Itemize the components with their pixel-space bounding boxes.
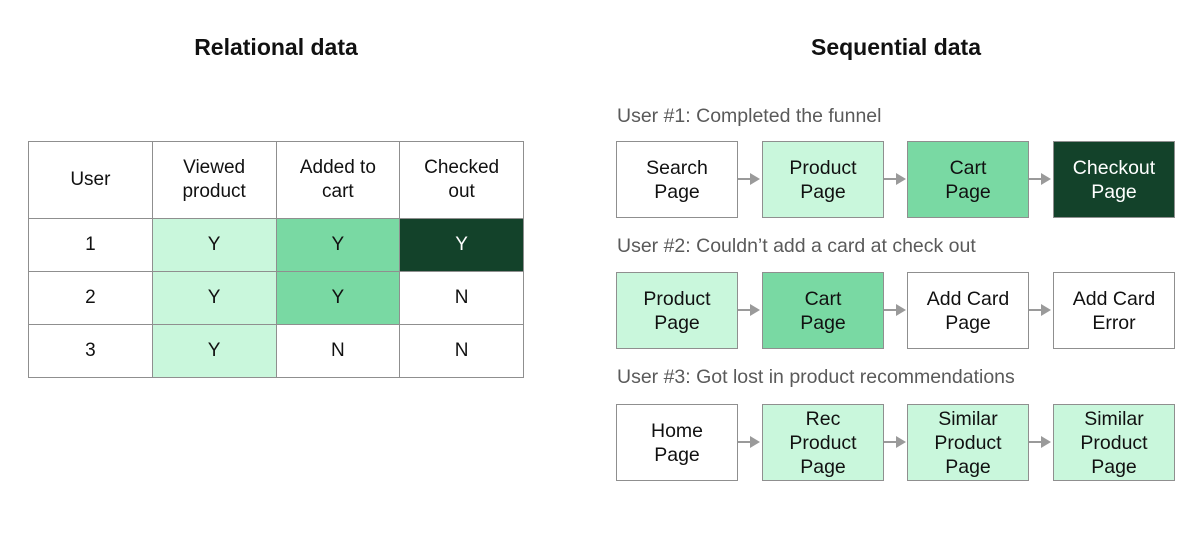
arrow-right-icon	[884, 436, 906, 448]
arrow-right-icon	[738, 304, 760, 316]
flow-step-box: Product Page	[616, 272, 738, 349]
flow-step-box: Add Card Page	[907, 272, 1029, 349]
table-cell: 2	[28, 271, 153, 325]
arrow-right-icon	[1029, 304, 1051, 316]
table-cell: Y	[399, 218, 524, 272]
flow-step-box: Similar Product Page	[1053, 404, 1175, 481]
table-cell: N	[399, 324, 524, 378]
flow-step-box: Cart Page	[907, 141, 1029, 218]
table-cell: Y	[275, 271, 401, 325]
sequential-data-title: Sequential data	[811, 34, 981, 60]
flow-step-box: Cart Page	[762, 272, 884, 349]
flow-step-box: Product Page	[762, 141, 884, 218]
flow-step-box: Rec Product Page	[762, 404, 884, 481]
user-2-label: User #2: Couldn’t add a card at check ou…	[617, 235, 976, 257]
arrow-right-icon	[1029, 436, 1051, 448]
arrow-right-icon	[884, 173, 906, 185]
header-user: User	[28, 141, 153, 219]
arrow-right-icon	[1029, 173, 1051, 185]
flow-step-box: Search Page	[616, 141, 738, 218]
table-cell: N	[275, 324, 401, 378]
table-cell: Y	[151, 218, 277, 272]
user-1-label: User #1: Completed the funnel	[617, 105, 882, 127]
table-cell: Y	[151, 324, 277, 378]
flow-step-box: Similar Product Page	[907, 404, 1029, 481]
table-cell: N	[399, 271, 524, 325]
user-3-flow: Home Page Rec Product Page Similar Product…	[616, 404, 1176, 484]
user-2-flow: Product Page Cart Page Add Card Page Add Ca…	[616, 272, 1176, 352]
table-cell: 1	[28, 218, 153, 272]
user-1-flow: Search Page Product Page Cart Page Checkout…	[616, 141, 1176, 221]
flow-step-box: Home Page	[616, 404, 738, 481]
user-3-label: User #3: Got lost in product recommendat…	[617, 366, 1015, 388]
table-cell: 3	[28, 324, 153, 378]
relational-data-title: Relational data	[194, 34, 358, 60]
flow-step-box: Add Card Error	[1053, 272, 1175, 349]
table-cell: Y	[275, 218, 401, 272]
table-cell: Y	[151, 271, 277, 325]
arrow-right-icon	[884, 304, 906, 316]
arrow-right-icon	[738, 173, 760, 185]
arrow-right-icon	[738, 436, 760, 448]
flow-step-box: Checkout Page	[1053, 141, 1175, 218]
